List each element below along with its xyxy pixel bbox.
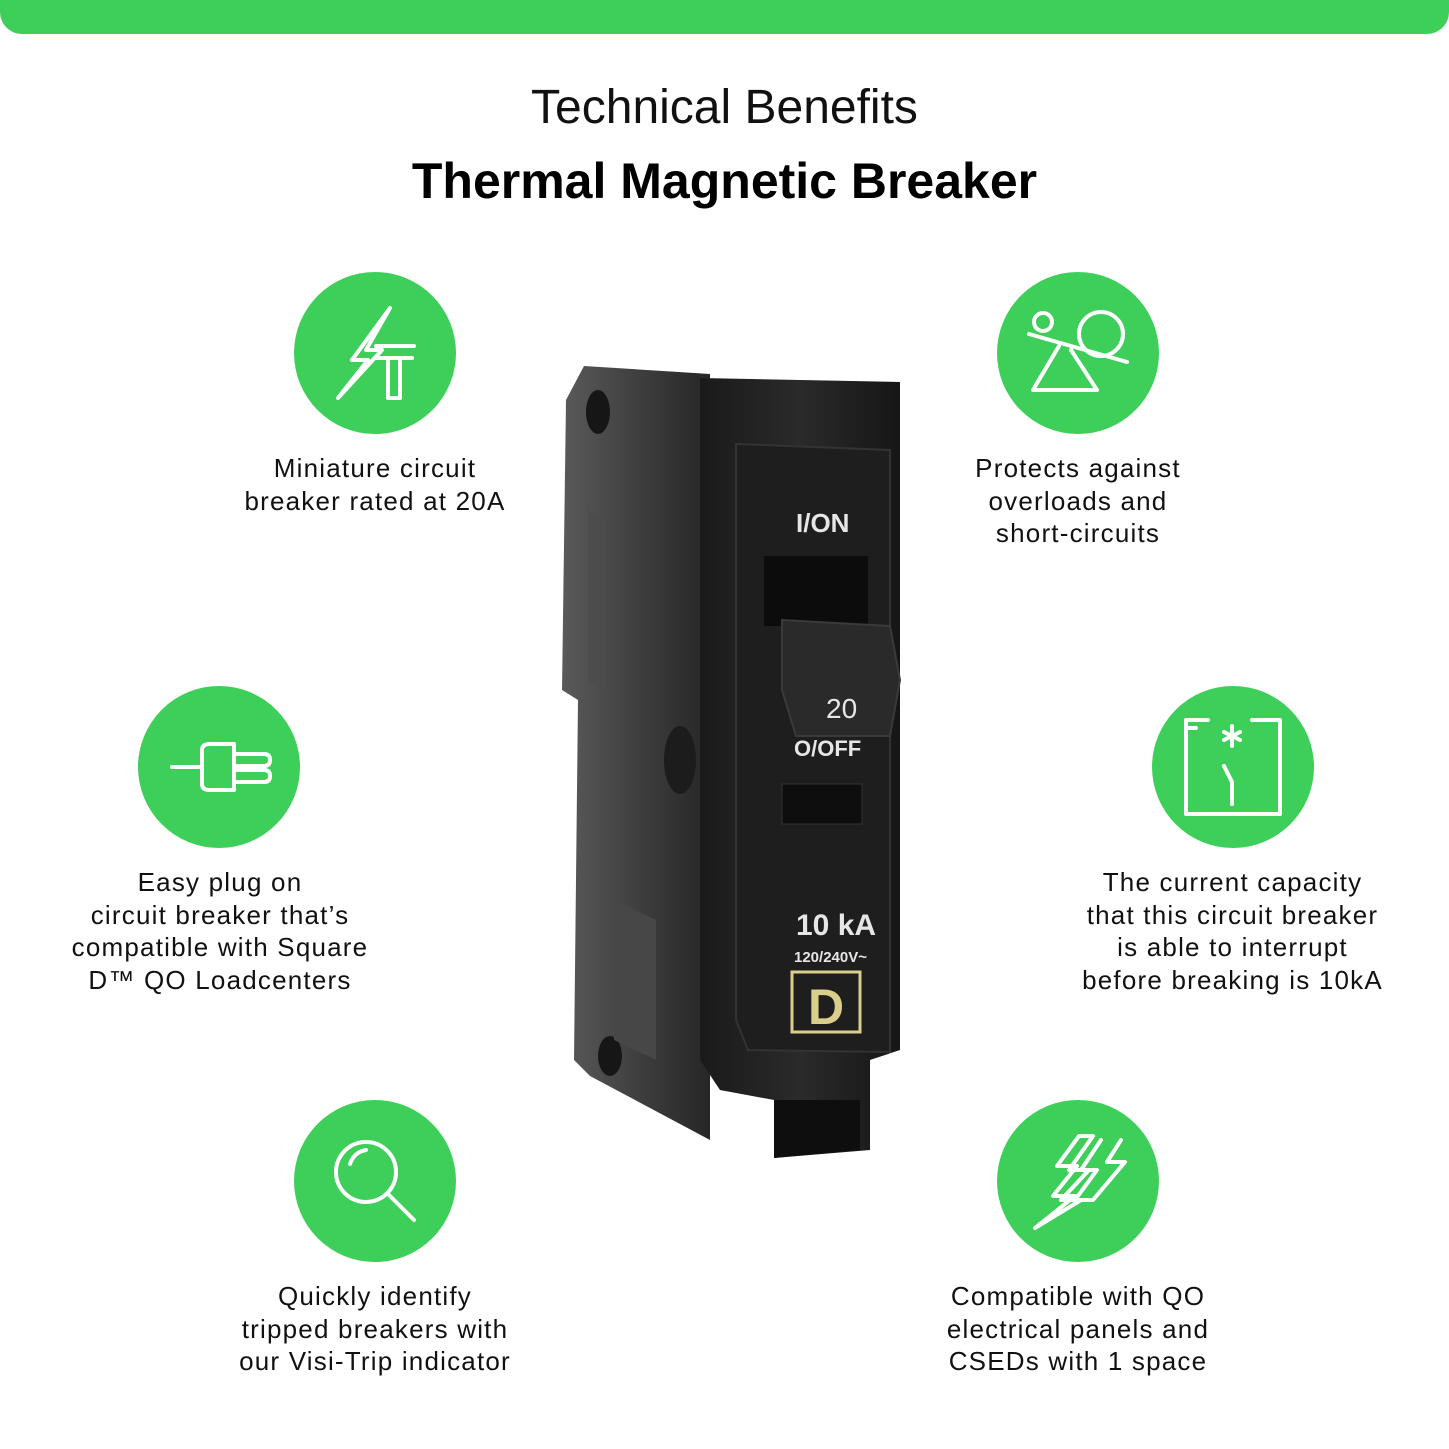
page-title: Technical Benefits — [531, 81, 918, 134]
feature-panels-text: Compatible with QO electrical panels and… — [946, 1281, 1210, 1376]
magnifier-icon — [294, 1100, 456, 1262]
double-lightning-icon — [997, 1100, 1159, 1262]
feature-visitrip-text: Quickly identify tripped breakers with o… — [239, 1281, 511, 1376]
voltage-label: 120/240V~ — [794, 949, 867, 966]
on-position-label: I/ON — [796, 508, 849, 538]
breaker-switch-icon — [1152, 686, 1314, 848]
brand-logo: D — [808, 979, 844, 1035]
interrupt-rating-label: 10 kA — [796, 909, 876, 942]
feature-rating-text: Miniature circuit breaker rated at 20A — [244, 453, 506, 516]
feature-compatibility-text: Easy plug on circuit breaker that’s comp… — [71, 867, 369, 995]
lightning-tower-icon — [294, 272, 456, 434]
feature-protection-text: Protects against overloads and short-cir… — [975, 453, 1181, 548]
circuit-breaker-image: I/ON 20 O/OFF 10 kA 120/240V~ D — [560, 360, 920, 1180]
feature-capacity-text: The current capacity that this circuit b… — [1082, 867, 1383, 995]
page-subtitle: Thermal Magnetic Breaker — [411, 153, 1038, 209]
seesaw-balance-icon — [997, 272, 1159, 434]
top-accent-bar — [0, 0, 1449, 34]
amp-rating-label: 20 — [826, 693, 857, 724]
plug-icon — [138, 686, 300, 848]
off-position-label: O/OFF — [794, 736, 861, 761]
